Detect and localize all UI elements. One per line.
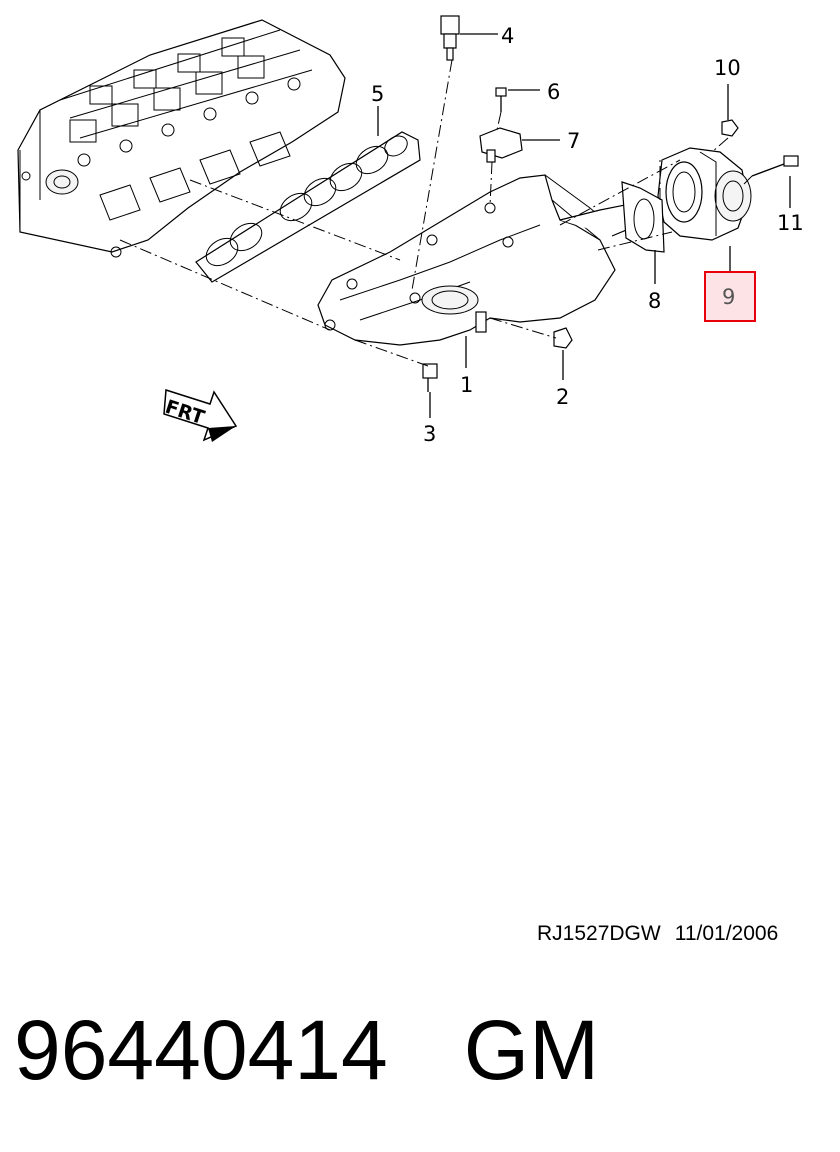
- callout-6[interactable]: 6: [547, 80, 560, 104]
- temperature-sensor-illustration: [440, 15, 460, 61]
- drawing-date: 11/01/2006: [674, 922, 779, 945]
- part-number: 96440414: [14, 1003, 388, 1097]
- callout-2[interactable]: 2: [556, 385, 569, 409]
- drawing-code: RJ1527DGW: [537, 922, 661, 945]
- bolt-11-illustration: [751, 155, 799, 177]
- drawing-reference: RJ1527DGW 11/01/2006: [537, 922, 778, 946]
- callout-9[interactable]: 9: [722, 285, 735, 309]
- callouts: 1 2 3 4 5 6 7 8 10 11 9: [371, 24, 804, 446]
- exploded-parts-diagram: FRT 1 2 3 4 5 6 7 8: [17, 15, 804, 446]
- screw-6-illustration: [495, 87, 507, 112]
- bolt-3-illustration: [422, 363, 438, 392]
- brand-name: GM: [463, 1003, 600, 1097]
- nut-2-illustration: [553, 327, 573, 349]
- front-direction-marker: FRT: [162, 389, 238, 442]
- throttle-gasket-illustration: [621, 181, 665, 253]
- callout-7[interactable]: 7: [567, 129, 580, 153]
- callout-10[interactable]: 10: [714, 56, 741, 80]
- map-sensor-illustration: [479, 127, 523, 163]
- assembly-lines: [119, 59, 753, 367]
- cylinder-head-illustration: [17, 19, 346, 258]
- leader-lines: [377, 33, 791, 418]
- callout-9-highlight-box[interactable]: [704, 271, 756, 322]
- callout-8[interactable]: 8: [648, 289, 661, 313]
- callout-1[interactable]: 1: [460, 373, 473, 397]
- callout-5[interactable]: 5: [371, 82, 384, 106]
- callout-11[interactable]: 11: [777, 211, 804, 235]
- nut-10-illustration: [721, 119, 739, 137]
- throttle-body-illustration: [657, 147, 752, 241]
- callout-4[interactable]: 4: [501, 24, 514, 48]
- callout-3[interactable]: 3: [423, 422, 436, 446]
